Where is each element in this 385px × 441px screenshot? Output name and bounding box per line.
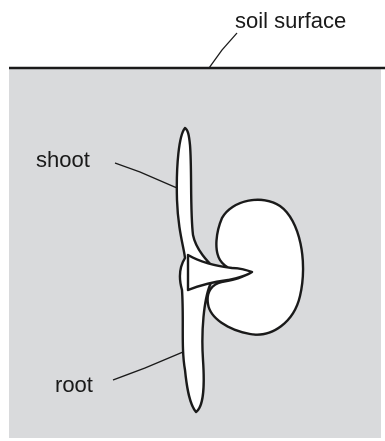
root-label: root — [55, 372, 93, 397]
soil-surface-leader — [209, 33, 237, 68]
shoot-label: shoot — [36, 147, 90, 172]
soil-surface-label: soil surface — [235, 8, 346, 33]
